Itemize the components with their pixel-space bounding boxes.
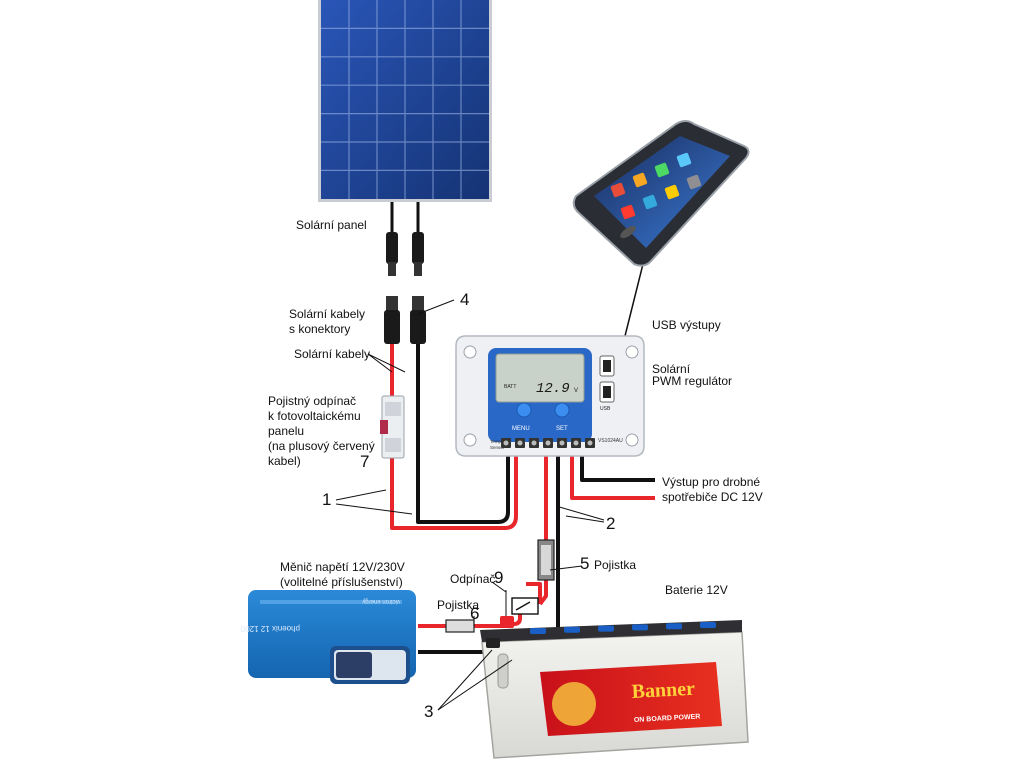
- controller-terminals: [501, 438, 595, 448]
- battery: [480, 616, 749, 759]
- display-value: 12.9: [536, 381, 570, 397]
- display-unit: V: [574, 388, 578, 394]
- label-fuse-switch-3: panelu: [268, 424, 305, 438]
- solar-panel: [318, 0, 492, 202]
- pwm-charge-controller: [455, 335, 645, 457]
- battery-disconnect-switch: [511, 597, 539, 615]
- phone-app-icons: [610, 152, 702, 220]
- label-cables-connectors-2: s konektory: [289, 322, 351, 336]
- temp-sensor-label-2: Sensor: [490, 445, 505, 450]
- label-dc-output-1: Výstup pro drobné: [662, 475, 761, 489]
- label-inverter-1: Měnič napětí 12V/230V: [280, 560, 405, 574]
- label-switch-9: Odpínač: [450, 572, 496, 586]
- inverter-model: phoenix 12 1200: [240, 624, 300, 633]
- label-usb-outputs: USB výstupy: [652, 318, 721, 332]
- callout-2: 2: [606, 514, 616, 533]
- inverter-brand: victron energy: [362, 598, 400, 604]
- callout-3: 3: [424, 702, 434, 721]
- display-batt: BATT: [504, 384, 516, 390]
- usb-label: USB: [600, 406, 611, 412]
- callout-1: 1: [322, 490, 332, 509]
- label-fuse-switch-5: kabel): [268, 454, 301, 468]
- leader-lines: [335, 299, 605, 711]
- menu-button-label: MENU: [512, 426, 530, 432]
- mc4-connectors-panel: [386, 232, 424, 276]
- smartphone: [572, 120, 750, 267]
- label-regulator-1: Solární: [652, 362, 691, 376]
- model-label: VS1024AU: [598, 438, 623, 444]
- label-solar-panel: Solární panel: [296, 218, 367, 232]
- label-fuse-switch-2: k fotovoltaickému: [268, 409, 361, 423]
- label-inverter-2: (volitelné příslušenství): [280, 575, 403, 589]
- label-fuse-5: Pojistka: [594, 558, 637, 572]
- callout-5: 5: [580, 554, 590, 573]
- label-cables-connectors-1: Solární kabely: [289, 307, 366, 321]
- label-regulator-2: PWM regulátor: [652, 374, 733, 388]
- battery-brand-sub: ON BOARD POWER: [634, 714, 701, 724]
- fuse-5: [537, 539, 555, 581]
- battery-cell-caps: [530, 622, 716, 634]
- label-battery: Baterie 12V: [665, 583, 728, 597]
- label-fuse-switch-4: (na plusový červený: [268, 439, 375, 453]
- inverter: [248, 590, 416, 684]
- set-button-label: SET: [556, 426, 568, 432]
- temp-sensor-label-1: Temp: [490, 439, 502, 444]
- callout-9: 9: [494, 568, 504, 587]
- callout-6: 6: [470, 604, 480, 623]
- callout-7: 7: [360, 452, 370, 471]
- battery-brand-name: Banner: [631, 678, 696, 703]
- callout-4: 4: [460, 290, 470, 309]
- label-cables: Solární kabely: [294, 347, 371, 361]
- label-fuse-6: Pojistka: [437, 598, 480, 612]
- mc4-connectors-cable: [384, 296, 426, 344]
- label-dc-output-2: spotřebiče DC 12V: [662, 490, 763, 504]
- panel-cells: [321, 0, 489, 199]
- pv-fuse-disconnector: [380, 395, 405, 459]
- label-fuse-switch-1: Pojistný odpínač: [268, 394, 357, 408]
